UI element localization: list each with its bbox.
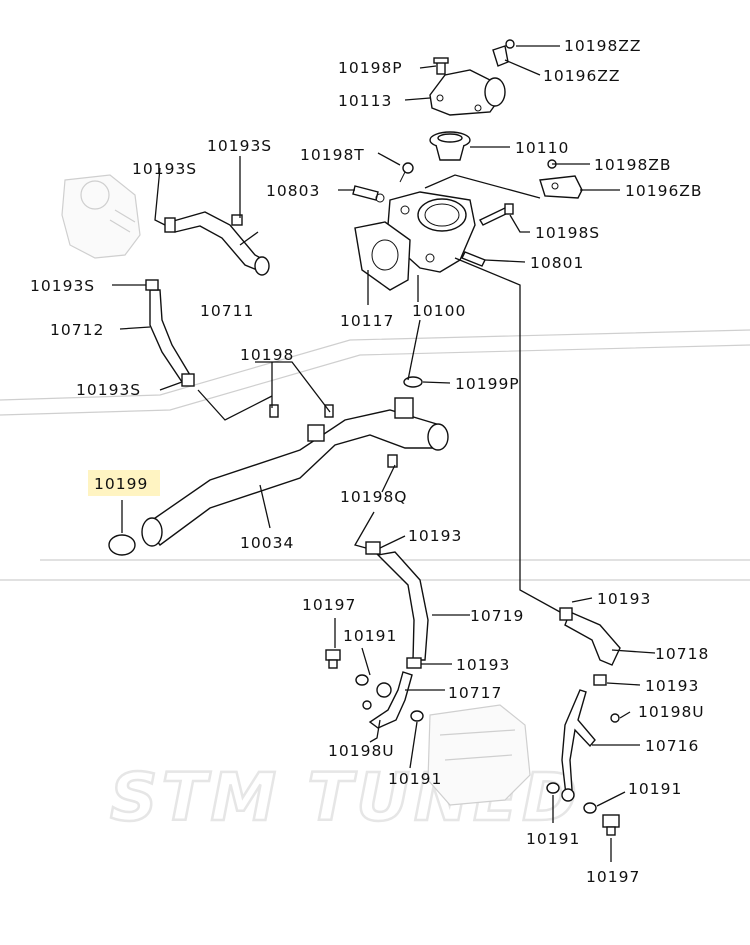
label-10113: 10113 [338, 92, 392, 110]
sensor-10803 [352, 185, 385, 203]
label-10198ZZ: 10198ZZ [564, 37, 642, 55]
o-ring-10199 [108, 534, 136, 556]
o-ring-10191-b [410, 710, 424, 722]
label-10191-d: 10191 [628, 780, 682, 798]
hose-10712 [145, 279, 195, 387]
label-10198T: 10198T [300, 146, 365, 164]
label-10193-d: 10193 [645, 677, 699, 695]
label-10193S-d: 10193S [76, 381, 141, 399]
bracket-10196ZZ [492, 39, 515, 67]
label-10719: 10719 [470, 607, 524, 625]
label-10196ZZ: 10196ZZ [543, 67, 621, 85]
label-10193-b: 10193 [597, 590, 651, 608]
label-10193-c: 10193 [456, 656, 510, 674]
label-10198U-b: 10198U [638, 703, 705, 721]
engine-ghost-bottom [427, 704, 531, 806]
part-labels: 10198ZZ 10198P 10196ZZ 10113 10193S 1011… [30, 37, 709, 886]
label-10193S-a: 10193S [207, 137, 272, 155]
label-10803: 10803 [266, 182, 320, 200]
label-10193S-c: 10193S [30, 277, 95, 295]
bolt-10198T [399, 162, 414, 183]
label-10198: 10198 [240, 346, 294, 364]
label-10193S-b: 10193S [132, 160, 197, 178]
label-10197-a: 10197 [302, 596, 356, 614]
label-10198P: 10198P [338, 59, 403, 77]
label-10199: 10199 [94, 475, 148, 493]
hose-10711 [168, 211, 270, 276]
thermostat [429, 131, 471, 161]
label-10712: 10712 [50, 321, 104, 339]
label-10717: 10717 [448, 684, 502, 702]
o-ring-10191-c [546, 782, 560, 794]
bolt-10198U-b [610, 713, 620, 723]
label-10198Q: 10198Q [340, 488, 408, 506]
leader-lines [112, 45, 656, 862]
clamp-10193S-b [164, 217, 176, 233]
o-ring-10199P [403, 376, 423, 388]
label-10716: 10716 [645, 737, 699, 755]
highlight-10199 [88, 470, 160, 496]
label-10198ZB: 10198ZB [594, 156, 672, 174]
label-10198S: 10198S [535, 224, 600, 242]
label-10198U-a: 10198U [328, 742, 395, 760]
label-10191-b: 10191 [388, 770, 442, 788]
hose-10718 [559, 607, 621, 686]
engine-ghost-left [61, 174, 141, 259]
bolt-10198P [433, 57, 449, 75]
pipe-10717 [368, 671, 413, 729]
label-10718: 10718 [655, 645, 709, 663]
label-10117: 10117 [340, 312, 394, 330]
bolt-10198U-a [362, 700, 372, 710]
bracket-10196ZB [539, 159, 583, 199]
label-10197-b: 10197 [586, 868, 640, 886]
bolt-10197-b [602, 814, 620, 836]
bolt-10197-a [325, 649, 341, 669]
watermark-layer: STM TUNED [0, 329, 750, 837]
bolt-10198S [479, 203, 514, 226]
label-10110: 10110 [515, 139, 569, 157]
label-10100: 10100 [412, 302, 466, 320]
label-10191-c: 10191 [526, 830, 580, 848]
bolt-10198Q [387, 454, 398, 468]
label-10196ZB: 10196ZB [625, 182, 703, 200]
gasket-10117 [354, 221, 411, 291]
water-pipe-10034 [141, 397, 449, 547]
o-ring-10191-d [583, 802, 597, 814]
label-10191-a: 10191 [343, 627, 397, 645]
thermostat-housing [429, 69, 506, 116]
sensor-10801 [461, 251, 486, 267]
label-10034: 10034 [240, 534, 294, 552]
hose-10719 [365, 541, 429, 669]
label-10711: 10711 [200, 302, 254, 320]
label-10199P: 10199P [455, 375, 520, 393]
label-10801: 10801 [530, 254, 584, 272]
o-ring-10191-a [355, 674, 369, 686]
label-10193-a: 10193 [408, 527, 462, 545]
pipe-10716 [561, 689, 596, 802]
